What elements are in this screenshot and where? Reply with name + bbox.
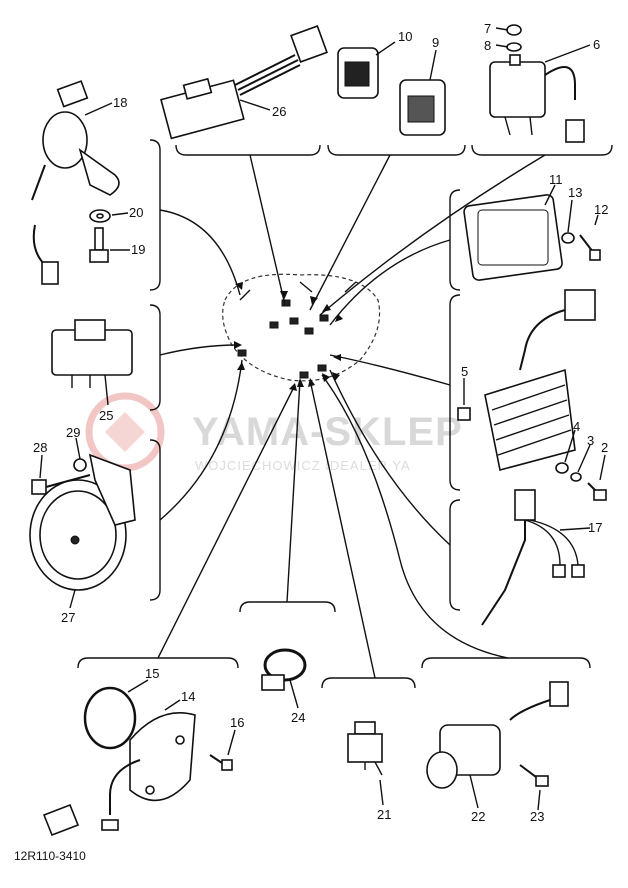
frame-outline [222, 273, 381, 382]
flasher-relay-25 [51, 319, 133, 406]
rectifier-regulator [484, 289, 596, 471]
callout-labels: 1 2 3 4 5 6 7 8 9 10 11 12 13 14 15 16 1… [33, 21, 608, 824]
washer-3 [570, 444, 591, 482]
callout-8: 8 [484, 38, 491, 53]
callout-7: 7 [484, 21, 491, 36]
callout-26: 26 [272, 104, 286, 119]
relay-10 [337, 41, 396, 99]
callout-11: 11 [549, 172, 563, 187]
relay-9 [399, 49, 446, 136]
leader-lines [157, 154, 546, 679]
callout-12: 12 [594, 202, 608, 217]
callout-24: 24 [291, 710, 305, 725]
switch-17 [481, 489, 591, 626]
arrowheads [234, 282, 343, 391]
sensor-21 [347, 721, 384, 806]
callout-15: 15 [145, 666, 159, 681]
callout-20: 20 [129, 205, 143, 220]
callout-23: 23 [530, 809, 544, 824]
callout-19: 19 [131, 242, 145, 257]
watermark: YAMA-SKLEP WOJCIECHOWICZ IDEALER YA [85, 392, 463, 473]
wire-connector-26 [160, 25, 328, 140]
callout-18: 18 [113, 95, 127, 110]
screw-12 [579, 214, 601, 261]
bolt-2 [587, 454, 607, 501]
washer-20 [89, 209, 129, 223]
nut-29 [73, 437, 87, 472]
watermark-tagline: WOJCIECHOWICZ IDEALER YA [195, 458, 411, 473]
callout-27: 27 [61, 610, 75, 625]
nut-5 [457, 378, 471, 421]
horn-27 [29, 453, 136, 609]
callout-16: 16 [230, 715, 244, 730]
igniter-unit-11 [463, 184, 563, 281]
sensor-22 [426, 681, 569, 809]
o-ring-15 [83, 679, 149, 750]
callout-17: 17 [588, 520, 602, 535]
callout-29: 29 [66, 425, 80, 440]
callout-22: 22 [471, 809, 485, 824]
callout-13: 13 [568, 185, 582, 200]
callout-10: 10 [398, 29, 412, 44]
callout-21: 21 [377, 807, 391, 822]
callout-3: 3 [587, 433, 594, 448]
callout-14: 14 [181, 689, 195, 704]
callout-25: 25 [99, 408, 113, 423]
callout-6: 6 [593, 37, 600, 52]
main-switch-18 [31, 80, 120, 285]
screw-16 [209, 729, 236, 771]
callout-9: 9 [432, 35, 439, 50]
bolt-19 [89, 227, 130, 263]
callout-5: 5 [461, 364, 468, 379]
callout-28: 28 [33, 440, 47, 455]
screw-23 [519, 764, 549, 811]
washer-13 [561, 199, 575, 244]
clamp-24 [261, 648, 307, 709]
neutral-switch-14 [42, 699, 196, 837]
callout-2: 2 [601, 440, 608, 455]
watermark-logo-text: YAMA-SKLEP [192, 410, 463, 454]
washer-4 [555, 429, 576, 474]
callout-4: 4 [573, 419, 580, 434]
starter-relay-6 [489, 24, 591, 143]
part-code: 12R110-3410 [14, 849, 86, 863]
